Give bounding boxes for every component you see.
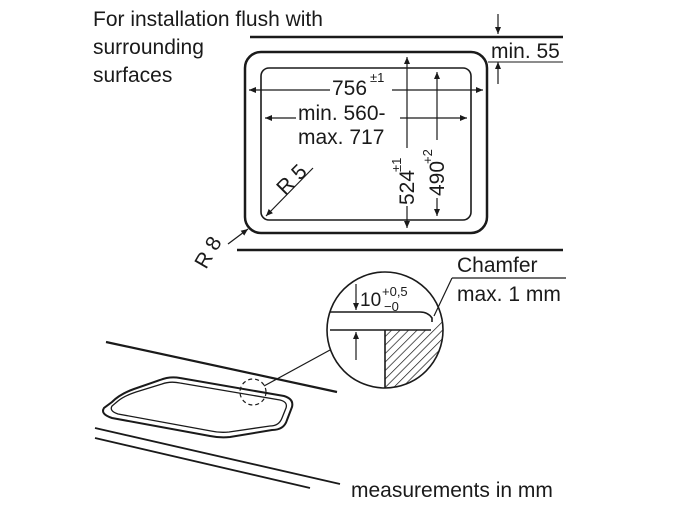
width-tolerance: ±1 xyxy=(370,70,384,85)
cutout-outer-outline xyxy=(243,50,489,235)
inner-depth-value: 490 xyxy=(426,161,449,196)
width-value: 756 xyxy=(332,77,367,100)
chamfer-value: max. 1 mm xyxy=(457,283,561,306)
cut-width-dimension: min. 560- max. 717 xyxy=(265,102,467,149)
cut-width-line2: max. 717 xyxy=(298,126,384,149)
depth-dimension: 524 ±1 xyxy=(389,57,419,228)
step-tolerance-lower: −0 xyxy=(384,299,399,314)
step-value: 10 xyxy=(360,290,381,311)
cutout-inner-outline xyxy=(260,67,472,221)
units-note: measurements in mm xyxy=(351,479,553,502)
chamfer-label: Chamfer xyxy=(457,254,538,277)
cutout-perspective xyxy=(102,376,294,439)
chamfer-callout: Chamfer max. 1 mm xyxy=(433,254,566,317)
depth-tolerance: ±1 xyxy=(389,158,404,172)
depth-value: 524 xyxy=(396,170,419,205)
outer-radius-label: R 8 xyxy=(190,233,226,273)
min-depth-dimension: min. 55 xyxy=(488,14,563,84)
min-depth-label: min. 55 xyxy=(491,40,560,63)
detail-callout xyxy=(239,349,331,406)
worktop-perspective xyxy=(94,340,341,489)
step-tolerance-upper: +0,5 xyxy=(382,284,408,299)
inner-depth-tolerance: +2 xyxy=(420,149,435,164)
inner-radius-label: R 5 xyxy=(272,160,311,199)
installation-note-line1: For installation flush with xyxy=(93,8,323,31)
inner-radius-callout: R 5 xyxy=(265,160,314,217)
width-dimension: 756 ±1 xyxy=(249,70,483,100)
installation-note-line3: surfaces xyxy=(93,64,172,87)
cut-width-line1: min. 560- xyxy=(298,102,386,125)
inner-depth-dimension: 490 +2 xyxy=(420,72,449,216)
step-dimension: 10 +0,5 −0 xyxy=(353,284,408,360)
installation-note-line2: surrounding xyxy=(93,36,204,59)
